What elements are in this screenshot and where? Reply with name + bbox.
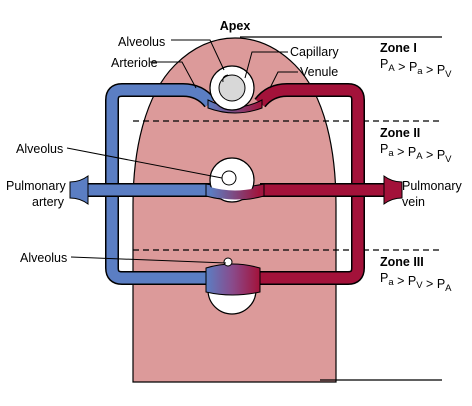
- formula-pressure-symbol: P: [437, 277, 445, 291]
- capillary-label: Capillary: [290, 45, 339, 59]
- formula-operator: >: [423, 63, 437, 77]
- formula-pressure-symbol: P: [408, 145, 416, 159]
- alveolus-top-label: Alveolus: [118, 35, 165, 49]
- venule-label: Venule: [300, 65, 338, 79]
- zone-3-title: Zone III: [380, 255, 424, 269]
- formula-pressure-symbol: P: [437, 148, 445, 162]
- formula-subscript: A: [445, 283, 452, 294]
- zone-1-formula: PA > Pa > PV: [380, 57, 452, 80]
- alveolus-middle-inner: [221, 170, 237, 186]
- formula-subscript: a: [388, 148, 394, 159]
- arteriole-label: Arteriole: [111, 56, 158, 70]
- formula-pressure-symbol: P: [380, 142, 388, 156]
- zone-1-title: Zone I: [380, 41, 417, 55]
- pulmonary-artery-label-2: artery: [32, 195, 65, 209]
- pulmonary-vein: [383, 175, 403, 205]
- capillary-middle-overlay: [210, 187, 260, 200]
- formula-subscript: V: [416, 280, 423, 291]
- formula-subscript: V: [445, 154, 452, 165]
- formula-subscript: a: [388, 277, 394, 288]
- formula-pressure-symbol: P: [408, 274, 416, 288]
- pulmonary-vein-label-1: Pulmonary: [402, 179, 462, 193]
- formula-subscript: A: [416, 151, 423, 162]
- arterial-vessels: [80, 83, 216, 285]
- capillary-bottom: [205, 263, 261, 296]
- pulmonary-artery: [69, 175, 89, 205]
- lung-shape: [132, 37, 337, 383]
- formula-pressure-symbol: P: [380, 271, 388, 285]
- formula-operator: >: [394, 145, 408, 159]
- apex-label: Apex: [220, 19, 251, 33]
- zone-2-formula: Pa > PA > PV: [380, 142, 452, 165]
- formula-pressure-symbol: P: [380, 57, 388, 71]
- zone-2-title: Zone II: [380, 126, 420, 140]
- formula-subscript: A: [388, 63, 395, 74]
- pulmonary-vein-label-2: vein: [402, 195, 425, 209]
- formula-operator: >: [423, 148, 437, 162]
- alveolus-bottom-inner: [223, 257, 233, 267]
- formula-subscript: V: [445, 69, 452, 80]
- pulmonary-artery-label-1: Pulmonary: [6, 179, 66, 193]
- alveolus-mid-label: Alveolus: [16, 142, 63, 156]
- pointer-lines: [66, 39, 298, 264]
- alveolus-bottom-label: Alveolus: [20, 251, 67, 265]
- formula-pressure-symbol: P: [437, 63, 445, 77]
- formula-pressure-symbol: P: [409, 60, 417, 74]
- zone-3-formula: Pa > PV > PA: [380, 271, 452, 294]
- formula-operator: >: [395, 60, 409, 74]
- formula-operator: >: [423, 277, 437, 291]
- venous-vessels: [254, 83, 390, 285]
- formula-subscript: a: [417, 66, 423, 77]
- alveolus-top-inner: [218, 74, 246, 102]
- formula-operator: >: [394, 274, 408, 288]
